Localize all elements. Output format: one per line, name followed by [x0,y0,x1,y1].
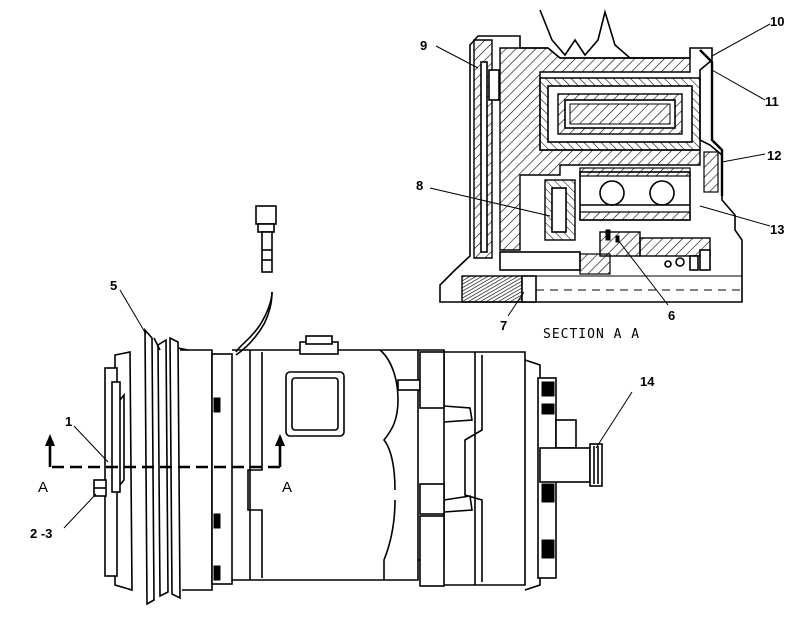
main-leader-lines [63,289,633,529]
callout-9: 9 [420,38,427,53]
section-marker-left: A [38,479,48,496]
callout-5: 5 [110,278,117,293]
callout-8: 8 [416,178,423,193]
callout-2-3: 2 -3 [30,526,52,541]
callout-7: 7 [500,318,507,333]
detail-leader-lines [429,23,771,317]
callout-11: 11 [765,94,779,109]
section-cut-line [45,434,285,469]
section-a-a-detail [439,8,743,303]
compressor-assembly [93,205,603,606]
callout-10: 10 [770,14,784,29]
callout-13: 13 [770,222,784,237]
callout-12: 12 [767,148,781,163]
callout-1: 1 [65,414,72,429]
section-title: SECTION A A [543,327,640,342]
callout-6: 6 [668,308,675,323]
callout-labels: 9 10 11 12 8 13 6 7 SECTION A A 5 1 2 -3… [30,14,784,541]
section-marker-right: A [282,479,292,496]
callout-14: 14 [640,374,655,389]
